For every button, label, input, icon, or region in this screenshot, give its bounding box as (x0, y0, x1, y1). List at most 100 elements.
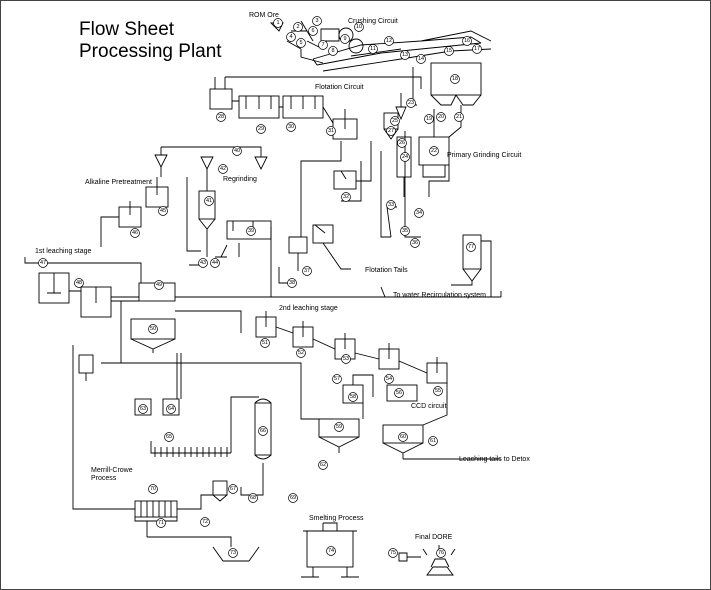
equipment-tag-circle (200, 517, 210, 527)
equipment-tag: 30 (286, 122, 296, 132)
label-primary-grinding-circuit: Primary Grinding Circuit (447, 152, 521, 159)
equipment-tag-circle (256, 124, 266, 134)
equipment-tag: 56 (394, 388, 404, 398)
equipment-tag: 13 (400, 50, 410, 60)
equipment-tag-number: 53 (343, 356, 349, 362)
equipment-tag-number: 5 (299, 40, 302, 46)
equipment-tag: 76 (436, 548, 446, 558)
equipment-tag-number: 71 (158, 520, 164, 526)
equipment-tag: 51 (260, 338, 270, 348)
equipment-tag-number: 39 (248, 228, 254, 234)
equipment-tag-number: 72 (202, 519, 208, 525)
equipment-tag: 31 (326, 126, 336, 136)
equipment-tag-number: 23 (408, 100, 414, 106)
equipment-tag: 3 (312, 16, 322, 26)
equipment-tag: 6 (308, 26, 318, 36)
equipment-tag-circle (414, 208, 424, 218)
equipment-tag-circle (368, 44, 378, 54)
equipment-tag-circle (428, 436, 438, 446)
equipment-tag-circle (248, 493, 258, 503)
equipment-tag: 22 (429, 146, 439, 156)
equipment-tag-number: 47 (40, 260, 46, 266)
equipment-tag: 14 (416, 54, 426, 64)
equipment-tag: 21 (454, 112, 464, 122)
equipment-tag-number: 59 (336, 424, 342, 430)
equipment-tag-number: 74 (328, 548, 334, 554)
equipment-tag-number: 62 (320, 462, 326, 468)
equipment-tag-number: 65 (166, 434, 172, 440)
equipment-tag-circle (216, 112, 226, 122)
equipment-tag-circle (204, 196, 214, 206)
equipment-tag: 68 (248, 493, 258, 503)
equipment-tag: 20 (436, 112, 446, 122)
equipment-tag: 58 (348, 392, 358, 402)
equipment-tag-number: 49 (156, 282, 162, 288)
equipment-tag-circle (354, 22, 364, 32)
equipment-tag: 67 (228, 484, 238, 494)
equipment-tag-circle (397, 138, 407, 148)
equipment-tag-number: 66 (260, 428, 266, 434)
equipment-tag: 47 (38, 258, 48, 268)
equipment-tag-circle (260, 338, 270, 348)
equipment-tag-number: 36 (412, 240, 418, 246)
equipment-tag: 9 (340, 34, 350, 44)
equipment-tag: 2 (293, 22, 303, 32)
equipment-tag-circle (312, 16, 322, 26)
equipment-tag-circle (130, 228, 140, 238)
equipment-tag-circle (436, 548, 446, 558)
equipment-tag-circle (472, 44, 482, 54)
equipment-tag-circle (384, 374, 394, 384)
equipment-tag-circle (429, 146, 439, 156)
equipment-tag-circle (258, 426, 268, 436)
equipment-tag-number: 44 (212, 260, 218, 266)
equipment-tag-number: 42 (220, 166, 226, 172)
equipment-tag-circle (433, 386, 443, 396)
equipment-tag-number: 52 (298, 350, 304, 356)
equipment-tag-circle (198, 258, 208, 268)
equipment-tag-circle (410, 238, 420, 248)
equipment-tag: 17 (472, 44, 482, 54)
equipment-tag: 29 (256, 124, 266, 134)
equipment-tag: 64 (166, 404, 176, 414)
equipment-tag-circle (454, 112, 464, 122)
equipment-tag-circle (288, 493, 298, 503)
equipment-tag-number: 21 (456, 114, 462, 120)
equipment-tag-circle (332, 374, 342, 384)
equipment-tag-circle (296, 348, 306, 358)
primary-grinding (395, 62, 482, 197)
label-rom-ore: ROM Ore (249, 12, 279, 19)
equipment-tag: 40 (232, 146, 242, 156)
equipment-tag: 15 (444, 46, 454, 56)
equipment-tag: 52 (296, 348, 306, 358)
equipment-tag-number: 73 (230, 550, 236, 556)
label-final-dore: Final DORE (415, 534, 453, 541)
equipment-tag-number: 77 (468, 244, 474, 250)
equipment-tag-number: 31 (328, 128, 334, 134)
equipment-tag-circle (328, 46, 338, 56)
equipment-tag: 44 (210, 258, 220, 268)
equipment-tag: 73 (228, 548, 238, 558)
equipment-tag-circle (424, 114, 434, 124)
equipment-tag-number: 1 (276, 20, 279, 26)
second-leaching-stage (101, 301, 448, 420)
equipment-tag-number: 6 (311, 28, 314, 34)
label-alkaline-pretreatment: Alkaline Pretreatment (85, 179, 152, 186)
equipment-tag-number: 8 (331, 48, 334, 54)
equipment-tag: 60 (398, 432, 408, 442)
title-line-1: Flow Sheet (79, 19, 175, 40)
equipment-tag-circle (318, 40, 328, 50)
equipment-tag-circle (158, 206, 168, 216)
equipment-tag-circle (286, 122, 296, 132)
equipment-tag: 59 (334, 422, 344, 432)
equipment-tag-number: 35 (402, 228, 408, 234)
equipment-tag-circle (308, 26, 318, 36)
equipment-tag-circle (400, 152, 410, 162)
equipment-tag-circle (148, 324, 158, 334)
equipment-tag-number: 61 (430, 438, 436, 444)
equipment-tag-circle (341, 354, 351, 364)
equipment-tag: 26 (397, 138, 407, 148)
equipment-tag-circle (340, 34, 350, 44)
equipment-tag-number: 37 (304, 268, 310, 274)
